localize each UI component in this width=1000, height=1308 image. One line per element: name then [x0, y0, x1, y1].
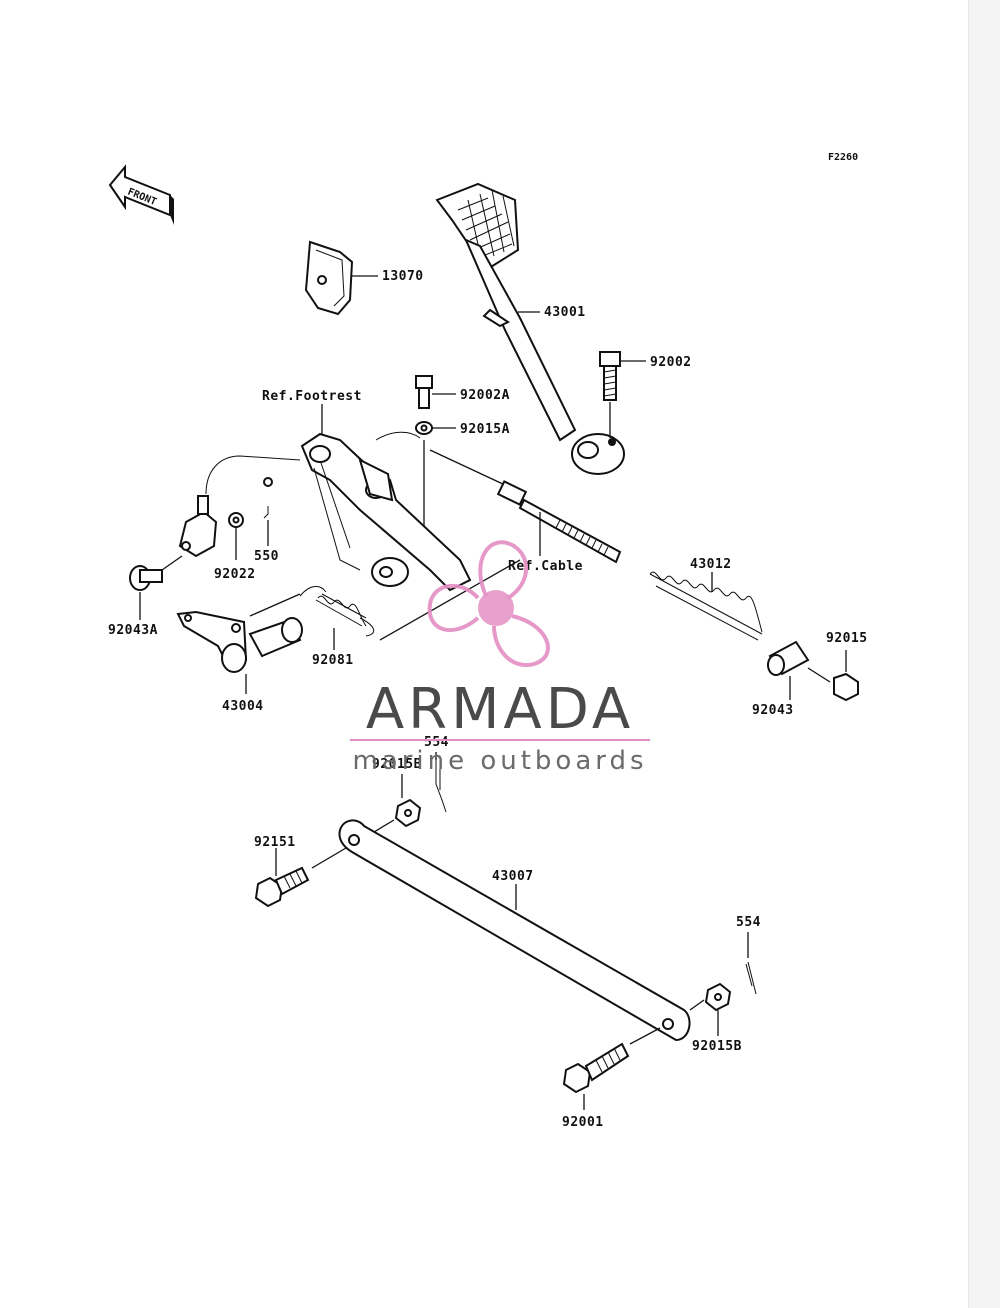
label-550: 550 [254, 549, 279, 564]
label-92015A: 92015A [460, 422, 510, 437]
label-92002: 92002 [650, 355, 692, 370]
ref-footrest-label: Ref.Footrest [262, 389, 362, 404]
pin-92043A [129, 555, 183, 620]
label-92015B-top: 92015B [372, 757, 422, 772]
bolt-92002A [415, 375, 456, 409]
propeller-logo-icon [427, 540, 550, 668]
watermark-subtitle: marine outboards [352, 746, 647, 776]
parts-diagram: F2260 FRONT 13070 43001 92002 [108, 152, 868, 1130]
front-arrow-icon: FRONT [108, 164, 174, 225]
label-554-right: 554 [736, 915, 761, 930]
nut-92015 [807, 650, 859, 702]
pin-550 [263, 477, 273, 546]
brake-pedal-43001 [435, 182, 625, 475]
label-92081: 92081 [312, 653, 354, 668]
nut-92015B-right [689, 982, 732, 1036]
label-92151: 92151 [254, 835, 296, 850]
bracket-13070 [304, 240, 378, 316]
label-92002A: 92002A [460, 388, 510, 403]
watermark-title: ARMADA [366, 677, 634, 742]
bolt-92001 [562, 1027, 661, 1110]
label-43007: 43007 [492, 869, 534, 884]
label-92043: 92043 [752, 703, 794, 718]
spring-92081 [299, 586, 375, 650]
bolt-92151 [254, 847, 347, 908]
label-92001: 92001 [562, 1115, 604, 1130]
label-43012: 43012 [690, 557, 732, 572]
footrest-bracket [300, 431, 472, 592]
label-13070: 13070 [382, 269, 424, 284]
spring-43012 [649, 571, 763, 641]
label-43004: 43004 [222, 699, 264, 714]
propeller-hub-icon [478, 590, 514, 626]
page-margin-strip [968, 0, 1000, 1308]
bolt-92002 [599, 351, 646, 438]
nut-92015A [415, 421, 456, 530]
lever-43004 [176, 593, 303, 694]
clip-554-right [745, 932, 757, 995]
label-554-top: 554 [424, 735, 449, 750]
rod-43007 [338, 819, 691, 1042]
clevis-92022 [178, 455, 301, 560]
diagram-code: F2260 [828, 152, 858, 163]
clip-554-top [435, 752, 447, 813]
label-92043A: 92043A [108, 623, 158, 638]
label-92015B-right: 92015B [692, 1039, 742, 1054]
brake-cable [379, 449, 622, 641]
label-92015: 92015 [826, 631, 868, 646]
armada-watermark: ARMADA marine outboards [350, 540, 650, 776]
ref-cable-label: Ref.Cable [508, 559, 583, 574]
pin-92043 [767, 640, 810, 700]
label-92022: 92022 [214, 567, 256, 582]
label-43001: 43001 [544, 305, 586, 320]
nut-92015B-top [373, 774, 422, 833]
